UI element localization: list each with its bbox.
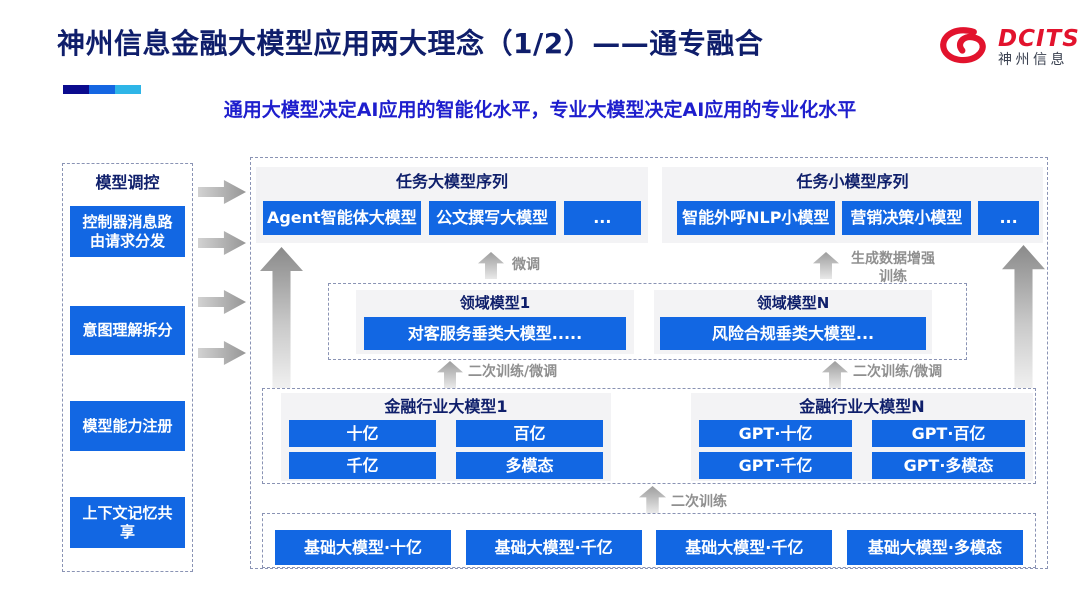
retrain-finetune-label: 二次训练/微调 bbox=[468, 364, 558, 380]
base-model-container: 基础大模型·十亿 基础大模型·千亿 基础大模型·千亿 基础大模型·多模态 bbox=[262, 513, 1036, 568]
model-node-more: ... bbox=[978, 201, 1039, 235]
sidebar-item-intent: 意图理解拆分 bbox=[70, 306, 185, 355]
model-node-outbound-nlp: 智能外呼NLP小模型 bbox=[677, 201, 835, 235]
section-title: 领域模型1 bbox=[459, 294, 531, 312]
sidebar-item-router: 控制器消息路由请求分发 bbox=[70, 206, 185, 257]
accent-bar bbox=[63, 85, 141, 94]
model-node-base-multimodal: 基础大模型·多模态 bbox=[846, 530, 1023, 565]
model-node-more: ... bbox=[563, 201, 641, 235]
retrain-label: 二次训练 bbox=[671, 494, 727, 510]
model-node-risk-compliance: 风险合规垂类大模型... bbox=[660, 317, 926, 350]
section-title: 领域模型N bbox=[756, 294, 830, 312]
model-node-gpt-1b: GPT·十亿 bbox=[699, 420, 852, 447]
model-control-title: 模型调控 bbox=[95, 173, 160, 192]
right-arrow-icon bbox=[198, 290, 246, 314]
section-title: 金融行业大模型1 bbox=[384, 397, 508, 416]
domain-model-n-section: 领域模型N 风险合规垂类大模型... bbox=[654, 290, 932, 354]
model-node-marketing: 营销决策小模型 bbox=[841, 201, 972, 235]
dcits-logo: DCITS 神州信息 bbox=[936, 24, 1080, 70]
slide-subtitle: 通用大模型决定AI应用的智能化水平，专业大模型决定AI应用的专业化水平 bbox=[223, 99, 857, 121]
right-arrow-icon bbox=[198, 341, 246, 365]
model-node-gpt-multimodal: GPT·多模态 bbox=[872, 452, 1025, 479]
model-node-document-writing: 公文撰写大模型 bbox=[428, 201, 556, 235]
retrain-finetune-label: 二次训练/微调 bbox=[853, 364, 943, 380]
finetune-label: 微调 bbox=[512, 257, 540, 273]
model-node-base-100b-2: 基础大模型·千亿 bbox=[656, 530, 833, 565]
model-node-gpt-10b: GPT·百亿 bbox=[872, 420, 1025, 447]
right-arrow-icon bbox=[198, 231, 246, 255]
model-node-multimodal: 多模态 bbox=[456, 452, 603, 479]
model-node-customer-service: 对客服务垂类大模型..... bbox=[364, 317, 626, 350]
section-title: 金融行业大模型N bbox=[799, 397, 925, 416]
augment-label: 生成数据增强训练 bbox=[851, 251, 935, 285]
task-small-model-section: 任务小模型序列 智能外呼NLP小模型 营销决策小模型 ... bbox=[662, 167, 1043, 243]
dcits-logo-icon bbox=[940, 27, 986, 64]
sidebar-item-context: 上下文记忆共享 bbox=[70, 497, 185, 548]
model-node-gpt-100b: GPT·千亿 bbox=[699, 452, 852, 479]
model-node-agent: Agent智能体大模型 bbox=[263, 201, 421, 235]
section-title: 任务大模型序列 bbox=[395, 172, 508, 191]
model-node-1b: 十亿 bbox=[289, 420, 436, 447]
logo-name: DCITS bbox=[998, 25, 1080, 52]
logo-name-cn: 神州信息 bbox=[998, 51, 1068, 68]
model-node-10b: 百亿 bbox=[456, 420, 603, 447]
sidebar-item-registry: 模型能力注册 bbox=[70, 401, 185, 451]
domain-model-1-section: 领域模型1 对客服务垂类大模型..... bbox=[356, 290, 634, 354]
section-title: 任务小模型序列 bbox=[796, 172, 909, 191]
model-node-base-1b: 基础大模型·十亿 bbox=[275, 530, 451, 565]
right-arrow-icon bbox=[198, 180, 246, 204]
industry-model-n-section: 金融行业大模型N GPT·十亿 GPT·百亿 GPT·千亿 GPT·多模态 bbox=[691, 393, 1033, 481]
model-node-base-100b: 基础大模型·千亿 bbox=[465, 530, 642, 565]
page-title: 神州信息金融大模型应用两大理念（1/2）——通专融合 bbox=[57, 27, 764, 60]
industry-model-1-section: 金融行业大模型1 十亿 百亿 千亿 多模态 bbox=[281, 393, 611, 481]
model-node-100b: 千亿 bbox=[289, 452, 436, 479]
task-large-model-section: 任务大模型序列 Agent智能体大模型 公文撰写大模型 ... bbox=[256, 167, 648, 243]
